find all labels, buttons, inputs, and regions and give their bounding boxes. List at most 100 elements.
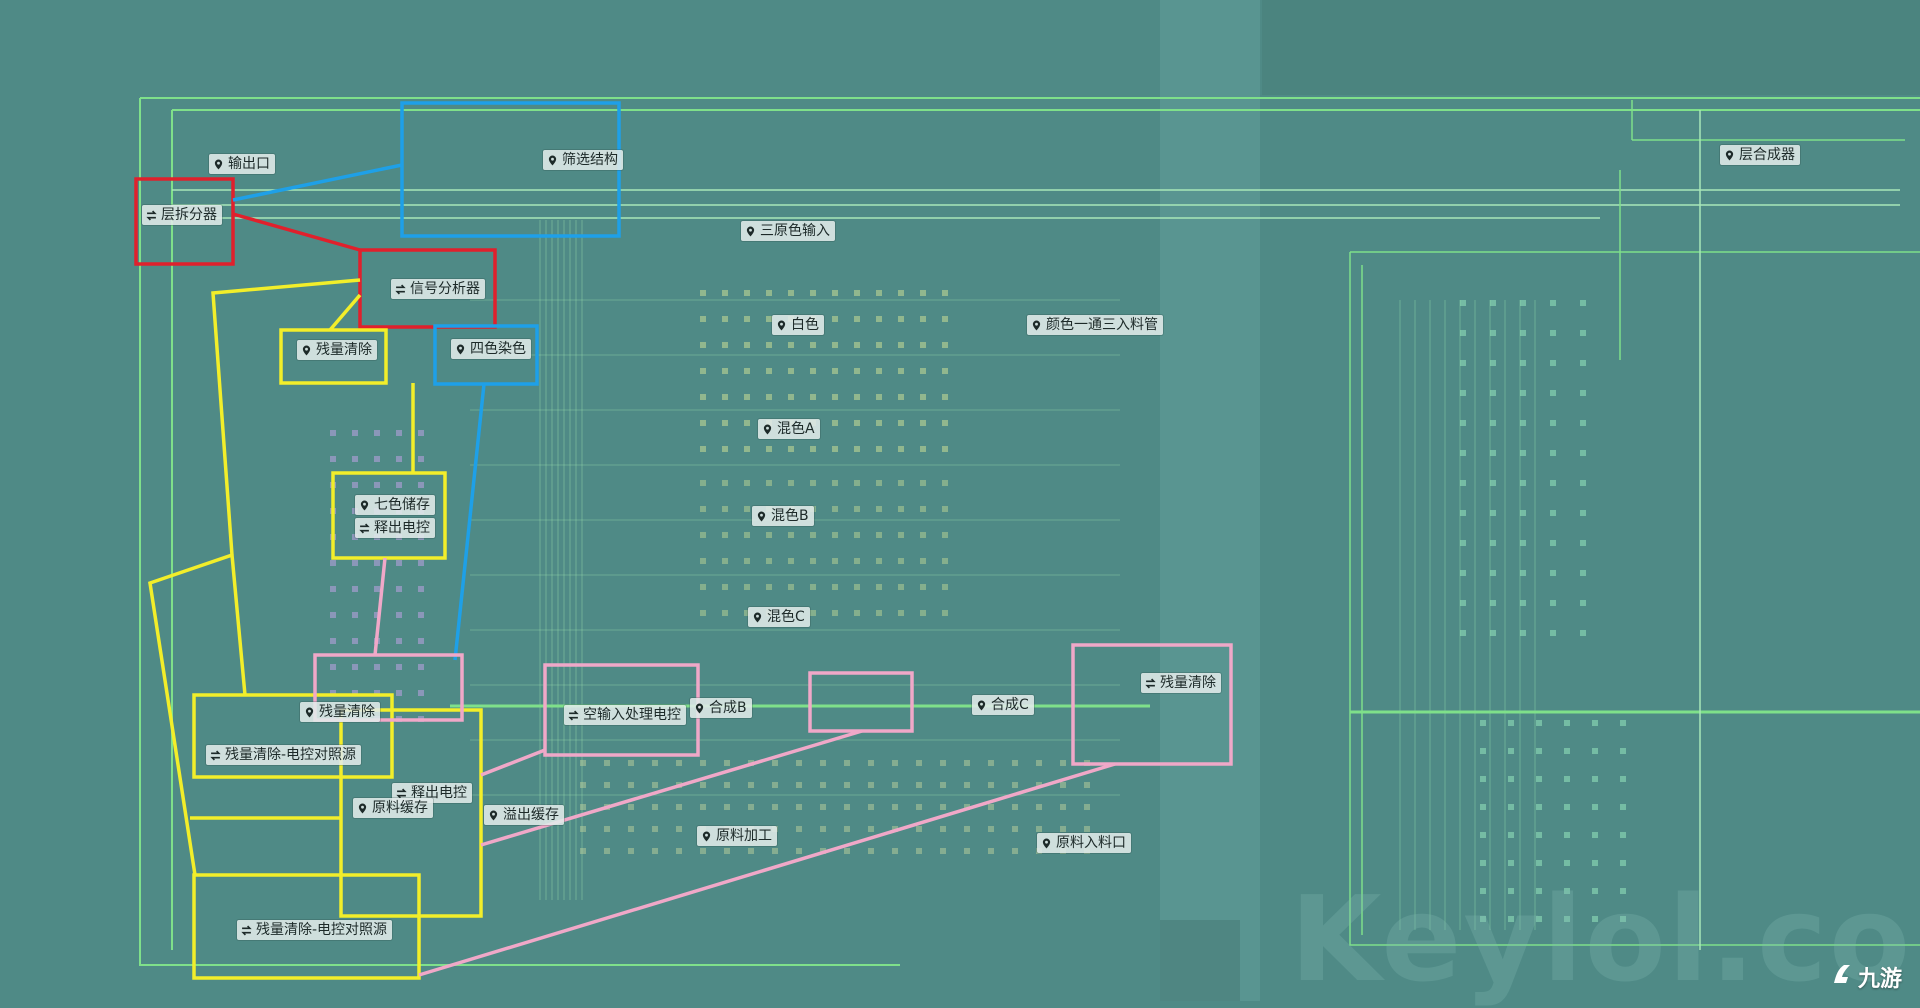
machine-block <box>744 532 750 538</box>
machine-block <box>700 480 706 486</box>
machine-block <box>700 610 706 616</box>
machine-block <box>1480 720 1486 726</box>
machine-block <box>1564 804 1570 810</box>
machine-block <box>652 804 658 810</box>
machine-block <box>744 480 750 486</box>
machine-block <box>920 394 926 400</box>
marker-release-control-1[interactable]: 释出电控 <box>355 518 435 538</box>
machine-block <box>868 848 874 854</box>
location-pin-icon <box>546 154 559 167</box>
machine-block <box>330 430 336 436</box>
marker-white[interactable]: 白色 <box>772 315 824 335</box>
machine-block <box>352 690 358 696</box>
marker-mix-a[interactable]: 混色A <box>758 419 820 439</box>
marker-seven-color-storage[interactable]: 七色储存 <box>355 495 435 515</box>
marker-mix-b[interactable]: 混色B <box>752 506 814 526</box>
location-pin-icon <box>212 158 225 171</box>
machine-block <box>964 804 970 810</box>
marker-residue-clear-control-ref-2[interactable]: 残量清除-电控对照源 <box>237 920 393 940</box>
machine-block <box>942 368 948 374</box>
machine-block <box>854 610 860 616</box>
machine-block <box>920 506 926 512</box>
marker-residue-clear-control-ref-1[interactable]: 残量清除-电控对照源 <box>206 745 362 765</box>
marker-layer-splitter[interactable]: 层拆分器 <box>142 205 222 225</box>
machine-block <box>744 368 750 374</box>
marker-label: 残量清除-电控对照源 <box>256 922 388 938</box>
machine-block <box>1508 804 1514 810</box>
machine-block <box>868 804 874 810</box>
machine-block <box>722 558 728 564</box>
machine-block <box>988 804 994 810</box>
highlight-box-raw-buffer <box>339 708 483 918</box>
machine-block <box>766 446 772 452</box>
machine-block <box>330 638 336 644</box>
machine-block <box>1550 480 1556 486</box>
machine-block <box>920 290 926 296</box>
machine-block <box>396 586 402 592</box>
machine-block <box>722 394 728 400</box>
machine-block <box>396 638 402 644</box>
machine-block <box>628 848 634 854</box>
machine-block <box>744 290 750 296</box>
machine-block <box>892 848 898 854</box>
machine-block <box>1480 776 1486 782</box>
machine-block <box>796 782 802 788</box>
machine-block <box>810 610 816 616</box>
machine-block <box>580 782 586 788</box>
marker-raw-buffer[interactable]: 原料缓存 <box>353 798 433 818</box>
marker-combine-c[interactable]: 合成C <box>972 695 1034 715</box>
highlight-box-residue-clear-2 <box>1071 643 1233 766</box>
marker-residue-clear-2[interactable]: 残量清除 <box>1141 673 1221 693</box>
machine-block <box>876 316 882 322</box>
machine-block <box>1536 776 1542 782</box>
machine-block <box>676 826 682 832</box>
machine-block <box>396 456 402 462</box>
machine-block <box>1620 776 1626 782</box>
machine-block <box>1460 510 1466 516</box>
nine-game-logo-icon <box>1830 961 1856 993</box>
machine-block <box>766 290 772 296</box>
machine-block <box>1592 916 1598 922</box>
highlight-connector <box>148 278 361 876</box>
machine-block <box>772 760 778 766</box>
marker-signal-analyzer[interactable]: 信号分析器 <box>391 279 485 299</box>
machine-block <box>1490 630 1496 636</box>
machine-block <box>1012 804 1018 810</box>
marker-layer-combiner[interactable]: 层合成器 <box>1720 145 1800 165</box>
machine-block <box>868 760 874 766</box>
machine-block <box>1592 832 1598 838</box>
marker-mix-c[interactable]: 混色C <box>748 607 810 627</box>
machine-block <box>1580 450 1586 456</box>
machine-block <box>832 584 838 590</box>
machine-block <box>1084 826 1090 832</box>
machine-block <box>1620 720 1626 726</box>
machine-block <box>1490 330 1496 336</box>
location-pin-icon <box>744 225 757 238</box>
marker-primary-color-input[interactable]: 三原色输入 <box>741 221 835 241</box>
machine-block <box>1490 480 1496 486</box>
machine-block <box>1620 748 1626 754</box>
marker-color-pipe[interactable]: 颜色一通三入料管 <box>1027 315 1163 335</box>
marker-filter-structure[interactable]: 筛选结构 <box>543 150 623 170</box>
machine-block <box>1508 832 1514 838</box>
marker-combine-b[interactable]: 合成B <box>690 698 752 718</box>
marker-raw-input-port[interactable]: 原料入料口 <box>1037 833 1131 853</box>
marker-overflow-buffer[interactable]: 溢出缓存 <box>484 805 564 825</box>
marker-residue-clear-1[interactable]: 残量清除 <box>297 340 377 360</box>
marker-four-color-dye[interactable]: 四色染色 <box>451 339 531 359</box>
machine-block <box>604 826 610 832</box>
marker-label: 残量清除 <box>319 704 375 720</box>
marker-output-port[interactable]: 输出口 <box>209 154 275 174</box>
machine-block <box>352 560 358 566</box>
machine-block <box>744 394 750 400</box>
machine-block <box>920 342 926 348</box>
marker-label: 原料缓存 <box>372 800 428 816</box>
machine-block <box>772 782 778 788</box>
machine-block <box>942 316 948 322</box>
machine-block <box>722 532 728 538</box>
marker-residue-clear-partial[interactable]: 残量清除 <box>300 702 380 722</box>
machine-block <box>844 826 850 832</box>
marker-raw-processing[interactable]: 原料加工 <box>697 826 777 846</box>
marker-empty-input-control[interactable]: 空输入处理电控 <box>564 705 686 725</box>
